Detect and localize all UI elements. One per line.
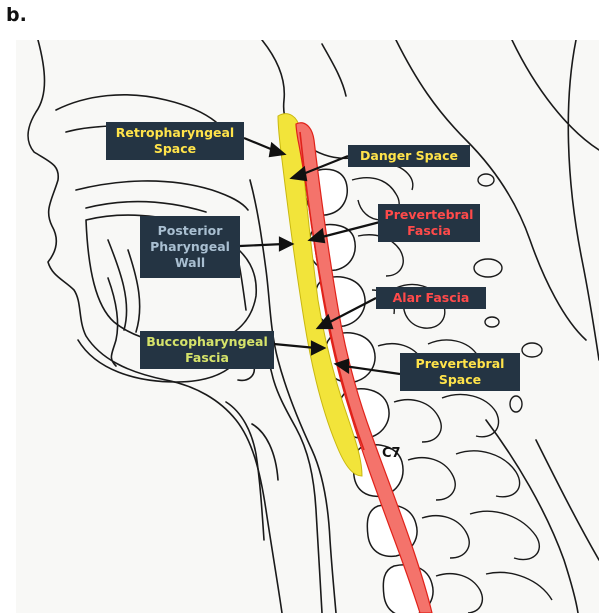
prevertebral-fascia-label: Prevertebral Fascia	[378, 204, 480, 242]
alar-fascia-label: Alar Fascia	[376, 287, 486, 309]
panel-label: b.	[6, 4, 27, 26]
prevertebral-space-label: Prevertebral Space	[400, 353, 520, 391]
buccopharyngeal-fascia-label: Buccopharyngeal Fascia	[140, 331, 274, 369]
anatomy-illustration: Retropharyngeal Space Danger Space Preve…	[16, 40, 599, 613]
danger-space-label: Danger Space	[348, 145, 470, 167]
posterior-pharyngeal-wall-label: Posterior Pharyngeal Wall	[140, 216, 240, 278]
palate-outline	[76, 181, 248, 210]
retropharyngeal-space-label: Retropharyngeal Space	[106, 122, 244, 160]
nasal-outline	[56, 95, 216, 122]
posterior-neck-outline	[568, 40, 599, 360]
vertebra-c7-label: C7	[382, 446, 401, 461]
neck-sagittal-drawing	[16, 40, 599, 613]
